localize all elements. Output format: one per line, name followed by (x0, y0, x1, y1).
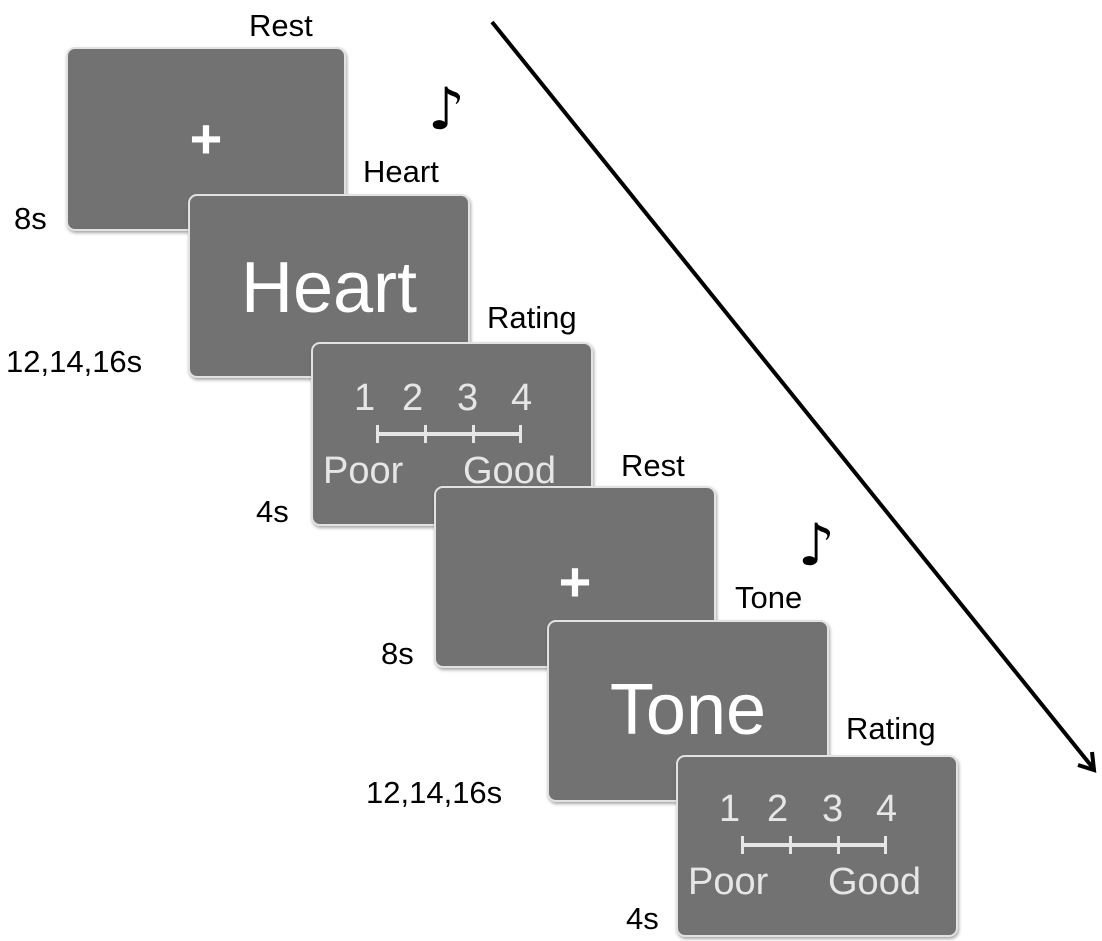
scale-low-label: Poor (323, 450, 404, 492)
rating-scale-tick (789, 836, 792, 854)
rating-scale-tick (424, 425, 427, 443)
rating-scale-line (741, 843, 887, 847)
scale-number-1: 1 (719, 788, 741, 830)
rating-screen-2: 1 2 3 4 Poor Good (676, 755, 958, 937)
scale-number-2: 2 (767, 788, 789, 830)
scale-number-3: 3 (822, 788, 844, 830)
scale-number-3: 3 (457, 377, 479, 419)
stimulus-title-1: Heart (363, 154, 439, 189)
fixation-cross-1: + (189, 107, 223, 170)
rating-scale-tick (472, 425, 475, 443)
rating-scale-tick (741, 836, 744, 854)
stimulus-duration-1: 12,14,16s (6, 344, 143, 379)
scale-number-2: 2 (402, 377, 424, 419)
rating-scale-tick (837, 836, 840, 854)
rating-scale-tick (376, 425, 379, 443)
fixation-cross-2: + (558, 550, 592, 613)
scale-number-4: 4 (876, 788, 898, 830)
music-note-icon: ♪ (428, 75, 466, 143)
scale-number-4: 4 (511, 377, 533, 419)
stimulus-word-heart: Heart (240, 248, 418, 328)
rating-duration-1: 4s (256, 494, 289, 529)
rating-scale-tick (884, 836, 887, 854)
scale-high-label: Good (463, 450, 556, 492)
rest-duration-1: 8s (14, 201, 47, 236)
rest-duration-2: 8s (381, 636, 414, 671)
rating-scale-tick (519, 425, 522, 443)
stimulus-title-2: Tone (735, 580, 803, 615)
scale-low-label: Poor (688, 861, 769, 903)
music-note-icon: ♪ (798, 511, 836, 579)
rating-scale-line (376, 432, 522, 436)
rating-title-1: Rating (487, 300, 577, 335)
rest-title-1: Rest (249, 8, 313, 43)
scale-high-label: Good (828, 861, 921, 903)
rating-duration-2: 4s (626, 901, 659, 936)
rest-title-2: Rest (621, 448, 685, 483)
stimulus-word-tone: Tone (609, 670, 767, 750)
rating-title-2: Rating (846, 711, 936, 746)
scale-number-1: 1 (354, 377, 376, 419)
stimulus-duration-2: 12,14,16s (366, 775, 503, 810)
